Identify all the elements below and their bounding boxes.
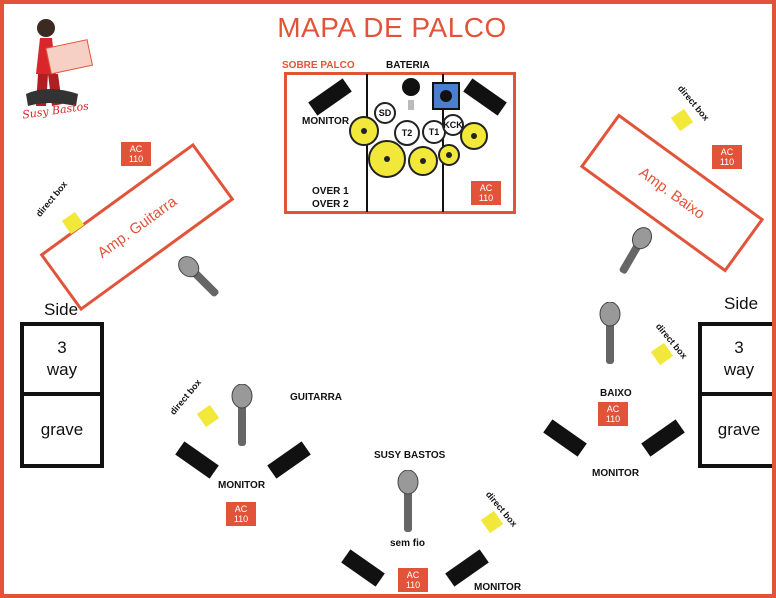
bass-amp-direct-box <box>670 108 694 132</box>
side-right-label: Side <box>724 294 759 313</box>
guitarra-position-label: GUITARRA <box>290 392 343 403</box>
drum-snare: SD <box>374 102 396 124</box>
susy-monitor-label: MONITOR <box>474 582 522 593</box>
susy-monitor-left <box>341 549 385 587</box>
drum-riser-divider-right <box>442 74 444 212</box>
susy-position-label: SUSY BASTOS <box>374 450 446 461</box>
guitar-amp-ac-outlet: AC 110 <box>121 142 151 166</box>
drum-floor-tom <box>408 146 438 176</box>
drum-throne-post <box>408 100 414 110</box>
side-left-label: Side <box>44 300 79 319</box>
cymbal-splash <box>438 144 460 166</box>
guitarra-direct-box <box>196 404 220 428</box>
microphone-susy-wireless <box>396 469 420 539</box>
sem-fio-label: sem fio <box>390 538 426 549</box>
cymbal-hihat <box>349 116 379 146</box>
speaker-left-grave: grave <box>20 392 104 468</box>
over2-label: OVER 2 <box>312 199 349 210</box>
guitarra-ac-outlet: AC 110 <box>226 502 256 526</box>
susy-ac-outlet: AC 110 <box>398 568 428 592</box>
baixo-monitor-left <box>543 419 587 457</box>
guitar-amp-direct-box-label: direct box <box>33 179 70 219</box>
baixo-monitor-label: MONITOR <box>592 468 640 479</box>
drum-monitor-label: MONITOR <box>302 116 350 127</box>
kick-pedal-box <box>432 82 460 110</box>
speaker-right-3way: 3 way <box>698 322 772 396</box>
speaker-left-3way: 3 way <box>20 322 104 396</box>
sobre-palco-label: SOBRE PALCO <box>282 60 355 71</box>
microphone-bass-amp <box>606 222 662 287</box>
bass-amp-ac-outlet: AC 110 <box>712 145 742 169</box>
baixo-ac-outlet: AC 110 <box>598 402 628 426</box>
drum-tom-2: T2 <box>394 120 420 146</box>
cymbal-ride <box>460 122 488 150</box>
microphone-baixo <box>598 301 622 371</box>
logo: Susy Bastos <box>18 14 98 124</box>
kick-pedal-dot <box>440 90 452 102</box>
drum-kick: KCK <box>442 114 464 136</box>
page-title: MAPA DE PALCO <box>277 12 507 43</box>
speaker-right-grave-label: grave <box>717 420 761 439</box>
speaker-right-grave: grave <box>698 392 772 468</box>
amp-guitarra-label: Amp. Guitarra <box>94 192 180 262</box>
cymbal-crash <box>368 140 406 178</box>
guitarra-monitor-label: MONITOR <box>218 480 266 491</box>
guitarra-direct-box-label: direct box <box>167 377 204 417</box>
logo-illustration <box>26 19 94 106</box>
baixo-position-label: BAIXO <box>600 388 632 399</box>
baixo-monitor-right <box>641 419 685 457</box>
guitarra-monitor-left <box>175 441 219 479</box>
guitarra-monitor-right <box>267 441 311 479</box>
microphone-guitar-amp <box>170 248 230 313</box>
speaker-left-grave-label: grave <box>40 420 84 439</box>
microphone-guitarra <box>230 383 254 453</box>
speaker-left-3way-label: 3 way <box>46 338 78 379</box>
amp-baixo-label: Amp. Baixo <box>635 163 709 223</box>
drum-throne <box>402 78 420 96</box>
over1-label: OVER 1 <box>312 186 349 197</box>
speaker-right-3way-label: 3 way <box>723 338 755 379</box>
drum-ac-outlet: AC 110 <box>471 181 501 205</box>
drum-riser <box>284 72 516 214</box>
bateria-label: BATERIA <box>386 60 430 71</box>
